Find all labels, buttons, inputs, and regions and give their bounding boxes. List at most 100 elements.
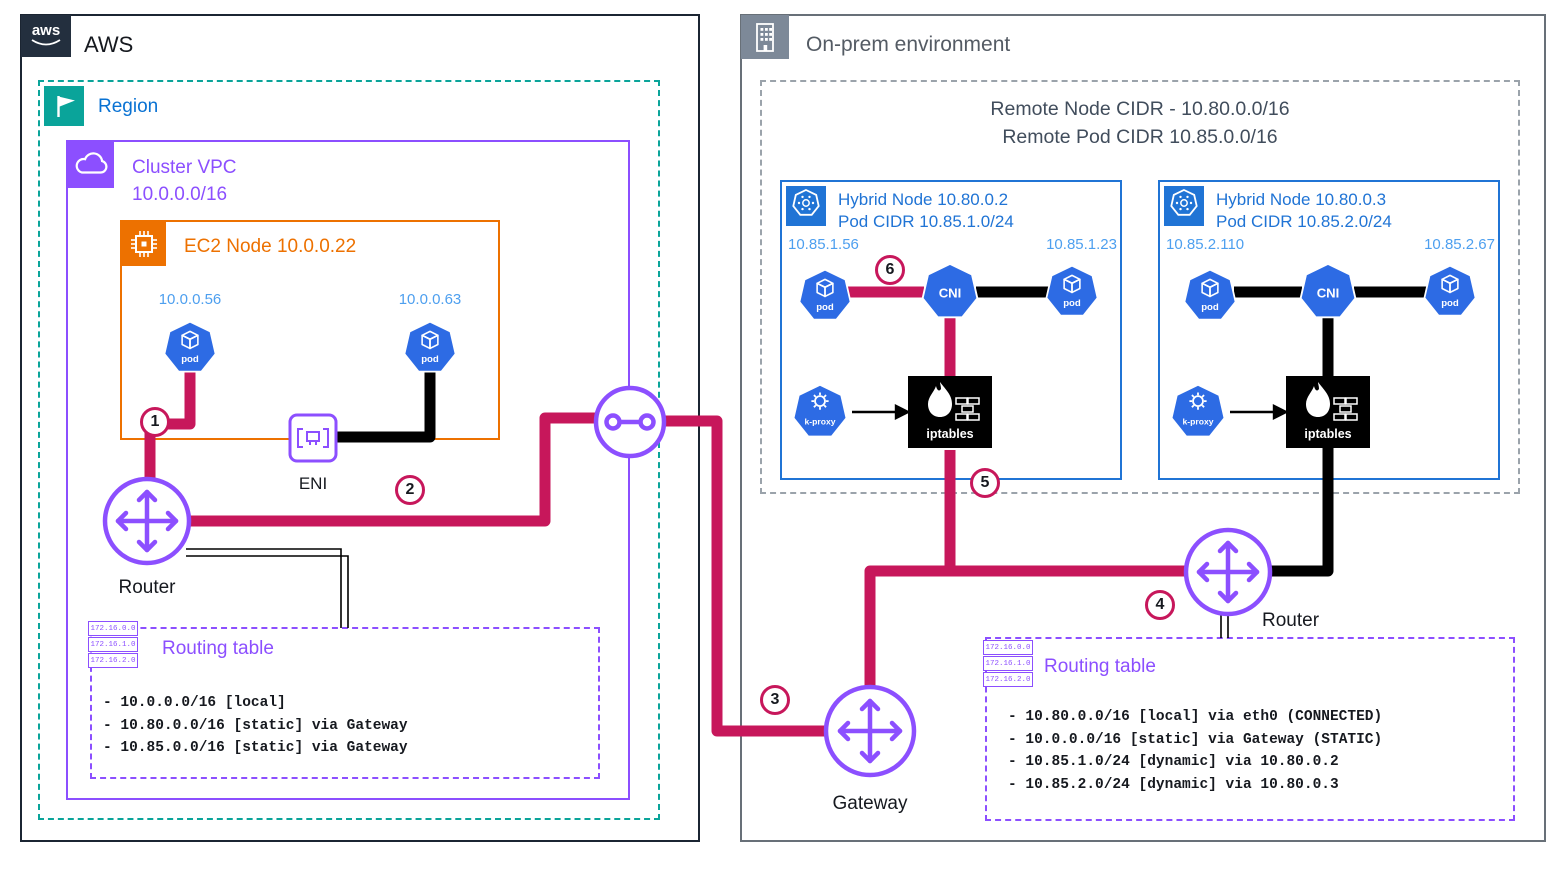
route-cell: 172.16.2.0 bbox=[983, 672, 1033, 687]
onprem-router-label: Router bbox=[1262, 610, 1320, 631]
cni-label: CNI bbox=[1317, 286, 1340, 301]
eni-icon bbox=[288, 413, 338, 463]
aws-smile-icon bbox=[31, 39, 61, 46]
remote-pod-cidr: Remote Pod CIDR 10.85.0.0/16 bbox=[1002, 126, 1278, 148]
aws-logo: aws bbox=[21, 15, 71, 57]
region-label: Region bbox=[98, 96, 159, 117]
cni-icon: CNI bbox=[921, 262, 979, 319]
route-state: (STATIC) bbox=[1303, 731, 1383, 748]
node-title: Hybrid Node 10.80.0.2 bbox=[838, 190, 1009, 209]
link-pod2-to-eni bbox=[336, 368, 436, 443]
node2-right-ip: 10.85.2.67 bbox=[1424, 236, 1495, 253]
hybrid-node-icon bbox=[1164, 186, 1204, 226]
pod-label: pod bbox=[181, 354, 199, 365]
routing-table-icon: 172.16.0.0 172.16.1.0 172.16.2.0 bbox=[983, 640, 1033, 687]
node-pod-cidr: Pod CIDR 10.85.1.0/24 bbox=[838, 212, 1014, 231]
route-entry: - 10.85.0.0/16 [static] via Gateway bbox=[103, 737, 408, 760]
path-gateway-to-onprem-router bbox=[864, 565, 1195, 700]
step-badge-5: 5 bbox=[970, 468, 1000, 498]
aws-routing-table-box bbox=[90, 627, 600, 779]
lead-router-table-a bbox=[186, 548, 342, 628]
pod-label: pod bbox=[1201, 302, 1219, 313]
remote-cidr-box bbox=[760, 80, 1520, 494]
iptables-label: iptables bbox=[926, 427, 973, 441]
lead-router-table-b bbox=[186, 555, 349, 628]
route-entry: - 10.85.2.0/24 [dynamic] via 10.80.0.3 bbox=[1008, 774, 1382, 797]
arrowhead-kproxy2 bbox=[1272, 404, 1289, 420]
step-badge-4: 4 bbox=[1145, 590, 1175, 620]
route-type: [static] bbox=[233, 717, 304, 734]
node2-left-ip: 10.85.2.110 bbox=[1166, 236, 1245, 253]
step-badge-1: 1 bbox=[140, 407, 170, 437]
ec2-node-title: EC2 Node 10.0.0.22 bbox=[184, 236, 357, 257]
iptables-icon: iptables bbox=[1286, 376, 1370, 448]
onprem-routing-table-box bbox=[985, 637, 1515, 821]
route-entry: - 10.0.0.0/16 [local] bbox=[103, 692, 408, 715]
route-prefix: - 10.80.0.0/16 bbox=[1008, 709, 1139, 725]
route-cell: 172.16.1.0 bbox=[88, 637, 138, 652]
route-type: [local] bbox=[1138, 709, 1200, 725]
pod1-ip: 10.0.0.56 bbox=[158, 291, 222, 308]
route-target: Gateway bbox=[346, 717, 408, 734]
aws-routing-entries: - 10.0.0.0/16 [local] - 10.80.0.0/16 [st… bbox=[103, 692, 408, 760]
route-via: via bbox=[1216, 776, 1261, 793]
arrowhead-kproxy1 bbox=[894, 404, 911, 420]
hybrid-node-icon bbox=[786, 186, 826, 226]
route-state: (CONNECTED) bbox=[1286, 709, 1383, 725]
aws-logo-text: aws bbox=[31, 22, 61, 39]
node-title: Hybrid Node 10.80.0.3 bbox=[1216, 190, 1387, 209]
pod-icon: pod bbox=[1183, 268, 1237, 321]
region-box bbox=[38, 80, 660, 820]
route-prefix: - 10.85.0.0/16 bbox=[103, 740, 234, 756]
kproxy-icon: k-proxy bbox=[792, 383, 848, 438]
vpc-title: Cluster VPC bbox=[132, 157, 237, 178]
pod-icon: pod bbox=[1045, 264, 1099, 317]
vpc-peering-icon bbox=[593, 385, 667, 459]
link-node2-router bbox=[1266, 446, 1334, 577]
pod-icon: pod bbox=[798, 268, 852, 321]
iptables-label: iptables bbox=[1304, 427, 1351, 441]
route-via: via bbox=[303, 740, 347, 756]
route-prefix: - 10.80.0.0/16 bbox=[103, 717, 234, 734]
step-badge-2: 2 bbox=[395, 475, 425, 505]
kproxy-label: k-proxy bbox=[804, 417, 835, 427]
vpc-cidr: 10.0.0.0/16 bbox=[132, 184, 228, 205]
route-prefix: - 10.0.0.0/16 bbox=[103, 695, 225, 711]
route-cell: 172.16.2.0 bbox=[88, 653, 138, 668]
aws-router-label: Router bbox=[118, 577, 176, 598]
remote-cidr-text: Remote Node CIDR - 10.80.0.0/16 Remote P… bbox=[840, 95, 1440, 151]
path-peering-to-gateway bbox=[660, 415, 845, 737]
aws-routing-table-title: Routing table bbox=[162, 638, 274, 659]
onprem-container-box bbox=[740, 14, 1546, 842]
route-prefix: - 10.85.2.0/24 bbox=[1008, 776, 1139, 793]
route-cell: 172.16.0.0 bbox=[88, 621, 138, 636]
pod-label: pod bbox=[421, 354, 439, 365]
route-via: via bbox=[1216, 754, 1261, 770]
building-icon bbox=[741, 15, 789, 59]
cluster-vpc-box bbox=[66, 140, 630, 800]
hybrid-node-2-title: Hybrid Node 10.80.0.3 Pod CIDR 10.85.2.0… bbox=[1216, 189, 1392, 233]
route-entry: - 10.80.0.0/16 [local] via eth0 (CONNECT… bbox=[1008, 706, 1382, 729]
router-icon bbox=[102, 476, 192, 566]
route-cell: 172.16.0.0 bbox=[983, 640, 1033, 655]
vpc-label: Cluster VPC 10.0.0.0/16 bbox=[132, 154, 237, 208]
router-icon bbox=[1183, 527, 1273, 617]
route-type: [static] bbox=[233, 740, 304, 756]
route-entry: - 10.80.0.0/16 [static] via Gateway bbox=[103, 715, 408, 738]
step-badge-3: 3 bbox=[760, 685, 790, 715]
onprem-routing-entries: - 10.80.0.0/16 [local] via eth0 (CONNECT… bbox=[1008, 706, 1382, 796]
route-type: [dynamic] bbox=[1138, 776, 1217, 793]
path-pod-to-router bbox=[144, 368, 196, 495]
pod-label: pod bbox=[1063, 298, 1081, 309]
cni-label: CNI bbox=[939, 286, 962, 301]
kproxy-label: k-proxy bbox=[1182, 417, 1213, 427]
onprem-title: On-prem environment bbox=[806, 33, 1011, 56]
eni-label: ENI bbox=[298, 474, 328, 493]
aws-title: AWS bbox=[84, 32, 134, 57]
node1-right-ip: 10.85.1.23 bbox=[1046, 236, 1117, 253]
pod-label: pod bbox=[816, 302, 834, 313]
node-pod-cidr: Pod CIDR 10.85.2.0/24 bbox=[1216, 212, 1392, 231]
route-type: [dynamic] bbox=[1138, 754, 1217, 770]
